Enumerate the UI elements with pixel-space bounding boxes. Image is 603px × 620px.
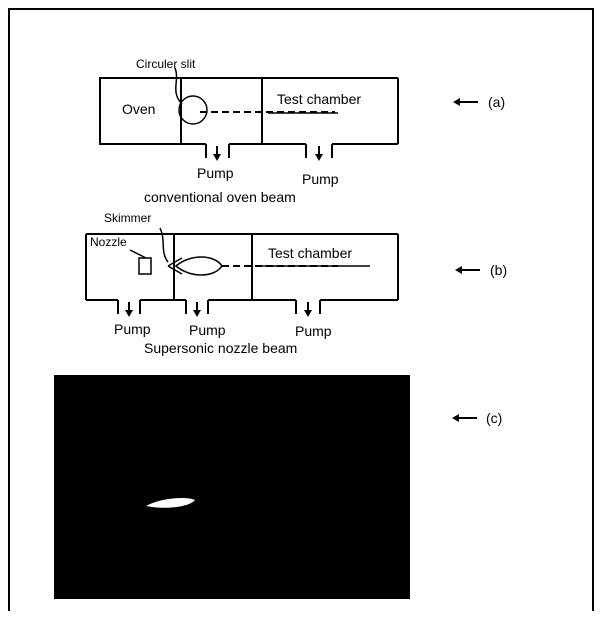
test-chamber-label-b: Test chamber <box>268 245 352 261</box>
caption-b: Supersonic nozzle beam <box>144 340 297 356</box>
marker-arrow-head-b <box>455 266 462 274</box>
panel-c <box>54 375 477 599</box>
caption-a: conventional oven beam <box>144 189 296 205</box>
circular-slit-shape <box>179 96 207 124</box>
nozzle-leader <box>130 250 146 258</box>
nozzle-label: Nozzle <box>90 235 127 249</box>
pump-arrow-head <box>193 310 201 317</box>
pump-arrow-head <box>315 154 323 161</box>
marker-c: (c) <box>486 410 502 426</box>
pump-label-b1: Pump <box>114 321 151 337</box>
oven-label: Oven <box>122 101 155 117</box>
nozzle-shape <box>139 258 151 274</box>
pump-arrow-head <box>213 154 221 161</box>
skimmer-label: Skimmer <box>104 211 151 225</box>
pump-label-a1: Pump <box>197 165 234 181</box>
test-chamber-label-a: Test chamber <box>277 91 361 107</box>
beam-lobe <box>176 257 222 275</box>
circular-slit-label: Circuler slit <box>136 57 196 71</box>
pump-arrow-head <box>125 310 133 317</box>
pump-label-a2: Pump <box>302 171 339 187</box>
pump-label-b2: Pump <box>189 322 226 338</box>
beam-photo <box>54 375 410 599</box>
marker-b: (b) <box>490 262 507 278</box>
marker-arrow-head-c <box>452 414 459 422</box>
panel-b <box>86 228 480 317</box>
panel-a <box>100 68 478 161</box>
marker-arrow-head-a <box>453 98 460 106</box>
pump-label-b3: Pump <box>295 323 332 339</box>
pump-arrow-head <box>304 310 312 317</box>
marker-a: (a) <box>488 94 505 110</box>
